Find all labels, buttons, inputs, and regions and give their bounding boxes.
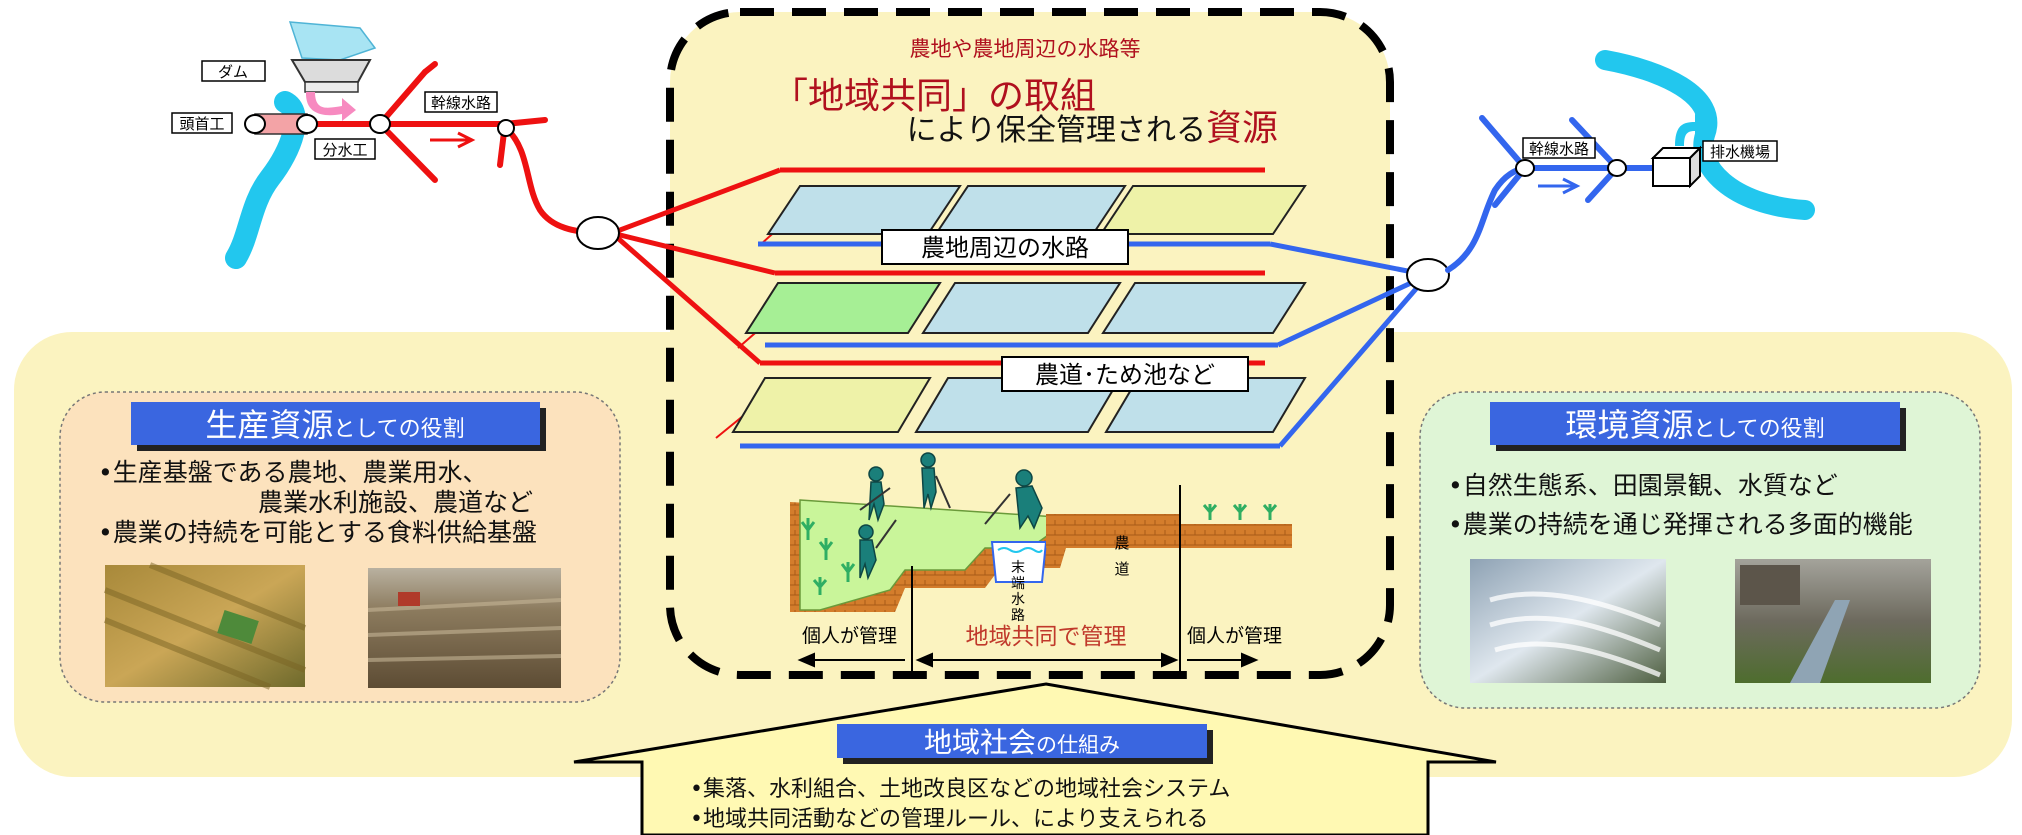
production-heading-big: 生産資源: [205, 406, 333, 444]
terminal-canal-char: 水: [1011, 592, 1025, 608]
paddy-field: [934, 185, 1127, 235]
harvest-photo-2: [367, 568, 562, 688]
stream-photo: [1735, 559, 1931, 683]
center-title-sub: により保全管理される資源: [907, 108, 1278, 149]
paddy-field: [744, 282, 942, 334]
terminal-canal: [990, 541, 1048, 583]
pump-outflow-arrow: [1675, 114, 1710, 146]
environment-heading: 環境資源としての役割: [1565, 406, 1824, 444]
paddy-field: [1099, 185, 1307, 235]
dam-label: ダム: [218, 63, 248, 81]
right-river: [1595, 50, 1815, 220]
farm-tools: [859, 475, 1011, 549]
production-bullet-1b: 農業水利施設、農道など: [258, 488, 533, 517]
flow-arrow: [430, 131, 476, 149]
right-main-canal-label-box: [1522, 137, 1596, 159]
farmer-figure: [920, 452, 937, 511]
production-heading-bg: [131, 402, 540, 445]
diversion-label-box: [314, 138, 376, 160]
farm-road-label: 農道: [1114, 534, 1129, 578]
farmer-figure: [868, 466, 885, 523]
terminal-canal-char: 端: [1011, 576, 1025, 592]
center-title-emphasis: 資源: [1206, 108, 1278, 149]
paddy-field: [1101, 282, 1307, 334]
right-blue-canal: [1445, 115, 1658, 273]
farm-road-char: 道: [1114, 560, 1129, 578]
right-main-canal-label: 幹線水路: [1529, 140, 1589, 158]
road-pond-label: 農道･ため池など: [1035, 361, 1215, 389]
farmer-figures: [858, 452, 1043, 581]
paddy-field: [731, 377, 932, 433]
harvest-photo-1: [103, 562, 307, 690]
farm-road-bed: [1046, 514, 1180, 548]
dam-base: [304, 81, 359, 93]
right-paddy-strip: [1180, 524, 1292, 548]
blue-drain-lines: [740, 241, 1430, 449]
diversion-label: 分水工: [322, 141, 367, 159]
canal-water: [997, 547, 1043, 553]
individual-right-label: 個人が管理: [1187, 625, 1282, 647]
dam-label-box: [201, 60, 266, 82]
right-flow-arrow: [1538, 177, 1581, 195]
terminal-canal-char: 路: [1011, 608, 1025, 624]
right-nodes: [1515, 159, 1627, 177]
farmer-figure: [1015, 469, 1043, 531]
terminal-canal-char: 末: [1011, 560, 1025, 576]
rice-plants: [800, 504, 1278, 595]
community-management-label: 地域共同で管理: [966, 624, 1127, 650]
junction-node-left: [576, 216, 620, 250]
environment-heading-big: 環境資源: [1565, 406, 1693, 444]
society-bullet-2: •地域共同活動などの管理ルール、により支えられる: [690, 807, 1209, 832]
terrace-photo: [1470, 559, 1666, 683]
pump-station-box: [1650, 145, 1703, 189]
headworks-label: 頭首工: [179, 115, 224, 133]
environment-bullet-1: •自然生態系、田園景観、水質など: [1448, 471, 1838, 500]
management-arrows: [797, 652, 1259, 668]
farmer-figure: [858, 524, 877, 581]
pump-station-label-box: [1702, 140, 1778, 162]
waterway-label: 農地周辺の水路: [921, 234, 1089, 262]
society-heading: 地域社会の仕組み: [924, 726, 1120, 759]
pump-station-label: 排水機場: [1710, 143, 1770, 161]
center-title-sub-text: により保全管理される: [907, 113, 1206, 148]
society-heading-big: 地域社会: [924, 726, 1036, 759]
terminal-canal-label: 末端水路: [1011, 560, 1025, 624]
society-bullet-1: •集落、水利組合、土地改良区などの地域社会システム: [690, 777, 1230, 802]
paddy-fields: [731, 185, 1307, 433]
dam-body: [290, 59, 372, 83]
society-heading-bg: [837, 724, 1207, 758]
production-heading: 生産資源としての役割: [205, 406, 464, 444]
environment-bullet-2: •農業の持続を通じ発揮される多面的機能: [1448, 510, 1913, 539]
road-pond-label-box: [1001, 356, 1249, 392]
canal-nodes: [244, 114, 1450, 292]
left-main-canal-label: 幹線水路: [431, 94, 491, 112]
junction-node-right: [1406, 258, 1450, 292]
dam-water: [288, 21, 377, 61]
headworks-label-box: [171, 112, 233, 134]
center-title-main: 「地域共同」の取組: [772, 76, 1096, 117]
left-red-canal: [303, 61, 601, 236]
environment-heading-bg: [1490, 402, 1900, 445]
environment-heading-small: としての役割: [1693, 417, 1824, 442]
center-subtitle: 農地や農地周辺の水路等: [910, 37, 1141, 61]
waterway-label-box: [881, 229, 1129, 265]
dam-outflow-arrow: [305, 92, 356, 121]
paddy-field: [766, 185, 962, 235]
production-bullet-1a: •生産基盤である農地、農業用水、: [98, 458, 488, 487]
left-main-canal-label-box: [424, 91, 498, 113]
production-heading-small: としての役割: [333, 417, 464, 442]
cross-section-illustration: 農道 末端水路: [790, 452, 1292, 674]
individual-left-label: 個人が管理: [802, 625, 897, 647]
paddy-field: [921, 282, 1122, 334]
farm-road-char: 農: [1114, 534, 1129, 552]
society-heading-small: の仕組み: [1036, 733, 1120, 757]
production-bullet-2: •農業の持続を可能とする食料供給基盤: [98, 518, 537, 547]
